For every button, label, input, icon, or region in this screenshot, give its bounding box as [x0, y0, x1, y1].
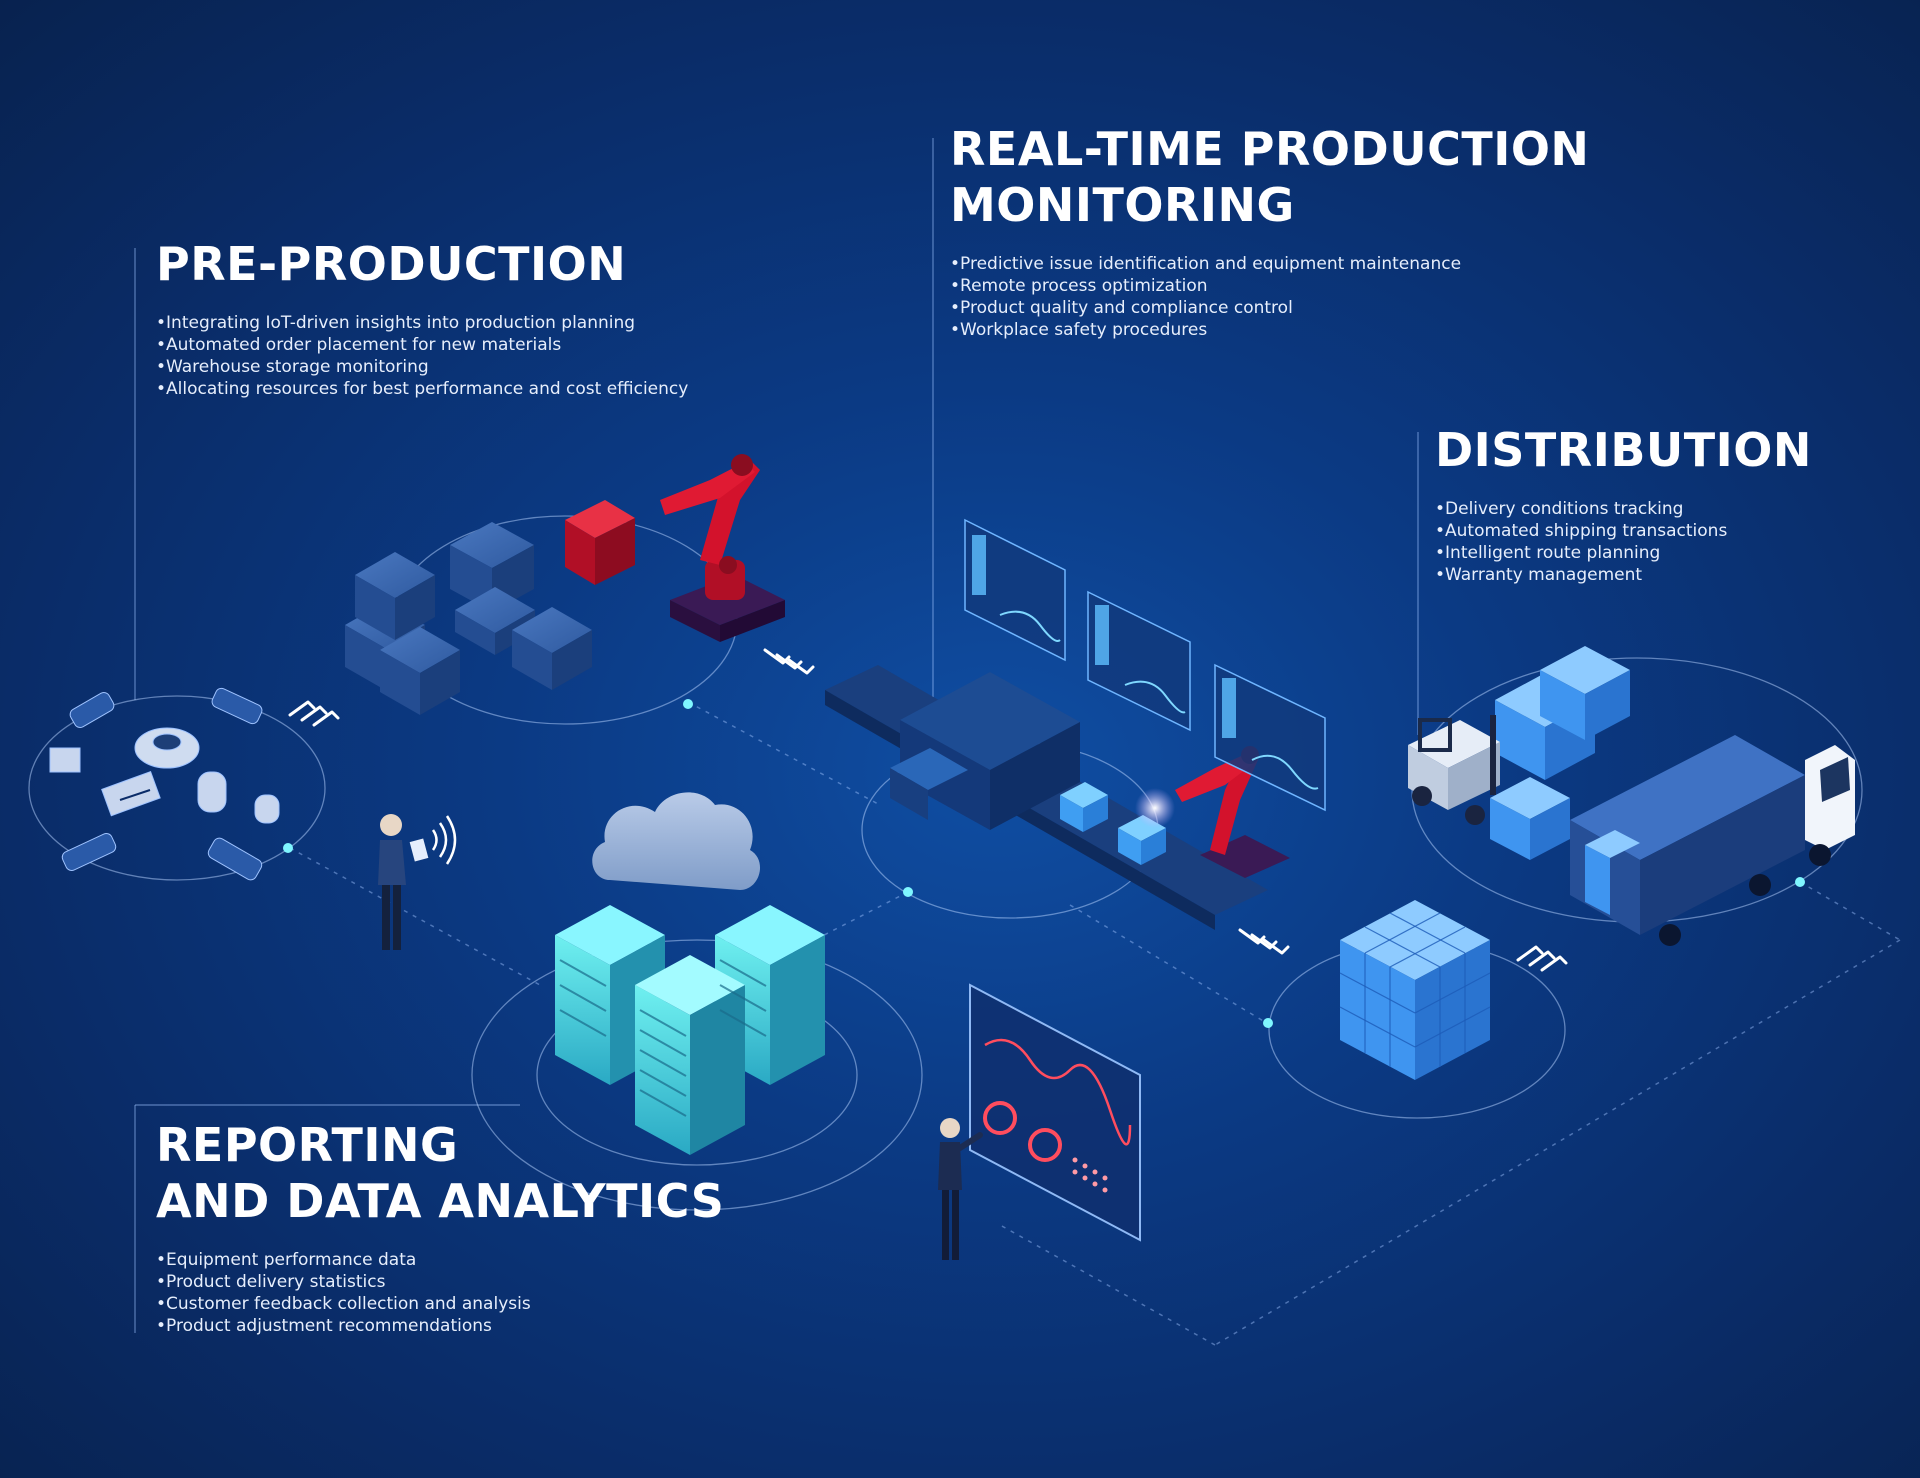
flow-arrow-icon [288, 648, 1568, 972]
section-pre-production: PRE-PRODUCTION Integrating IoT-driven in… [156, 236, 688, 400]
bullet-list: Integrating IoT-driven insights into pro… [156, 312, 688, 400]
analyst-person-icon [938, 1118, 983, 1260]
list-item: Allocating resources for best performanc… [156, 378, 688, 400]
list-item: Automated order placement for new materi… [156, 334, 688, 356]
section-reporting-analytics: REPORTING AND DATA ANALYTICS Equipment p… [156, 1117, 724, 1337]
list-item: Warranty management [1435, 564, 1812, 586]
cube-stack-icon [1490, 646, 1630, 860]
title-line: REPORTING [156, 1118, 459, 1172]
list-item: Product quality and compliance control [950, 297, 1589, 319]
conveyor-machine-icon [825, 665, 1268, 930]
section-title: DISTRIBUTION [1435, 423, 1812, 477]
machine-parts-icon [49, 687, 280, 881]
title-line: AND DATA ANALYTICS [156, 1174, 725, 1229]
list-item: Product adjustment recommendations [156, 1315, 724, 1337]
analytics-dashboard-icon [969, 983, 1141, 1242]
list-item: Intelligent route planning [1435, 542, 1812, 564]
list-item: Equipment performance data [156, 1249, 724, 1271]
section-title: REPORTING AND DATA ANALYTICS [156, 1117, 724, 1229]
list-item: Integrating IoT-driven insights into pro… [156, 312, 688, 334]
title-line: MONITORING [950, 178, 1295, 233]
monitoring-screens-icon [964, 518, 1326, 812]
bullet-list: Predictive issue identification and equi… [950, 253, 1589, 341]
list-item: Warehouse storage monitoring [156, 356, 688, 378]
title-line: REAL-TIME PRODUCTION [950, 122, 1590, 176]
list-item: Remote process optimization [950, 275, 1589, 297]
cloud-server-icon [555, 792, 825, 1155]
list-item: Customer feedback collection and analysi… [156, 1293, 724, 1315]
warehouse-boxes-icon [345, 522, 592, 715]
list-item: Product delivery statistics [156, 1271, 724, 1293]
list-item: Automated shipping transactions [1435, 520, 1812, 542]
delivery-truck-icon [1570, 735, 1855, 946]
section-distribution: DISTRIBUTION Delivery conditions trackin… [1435, 422, 1812, 586]
list-item: Delivery conditions tracking [1435, 498, 1812, 520]
section-realtime-monitoring: REAL-TIME PRODUCTION MONITORING Predicti… [950, 121, 1589, 341]
red-robot-arm-icon [565, 454, 785, 642]
bullet-list: Delivery conditions tracking Automated s… [1435, 498, 1812, 586]
bullet-list: Equipment performance data Product deliv… [156, 1249, 724, 1337]
section-title: REAL-TIME PRODUCTION MONITORING [950, 121, 1589, 233]
title-guide-lines [134, 138, 1419, 1333]
engineer-tablet-icon [378, 814, 457, 950]
list-item: Predictive issue identification and equi… [950, 253, 1589, 275]
cube-stack-icon [1339, 900, 1491, 1080]
forklift-icon [1408, 715, 1500, 825]
list-item: Workplace safety procedures [950, 319, 1589, 341]
section-title: PRE-PRODUCTION [156, 237, 627, 291]
ring-dots [283, 699, 1805, 1028]
